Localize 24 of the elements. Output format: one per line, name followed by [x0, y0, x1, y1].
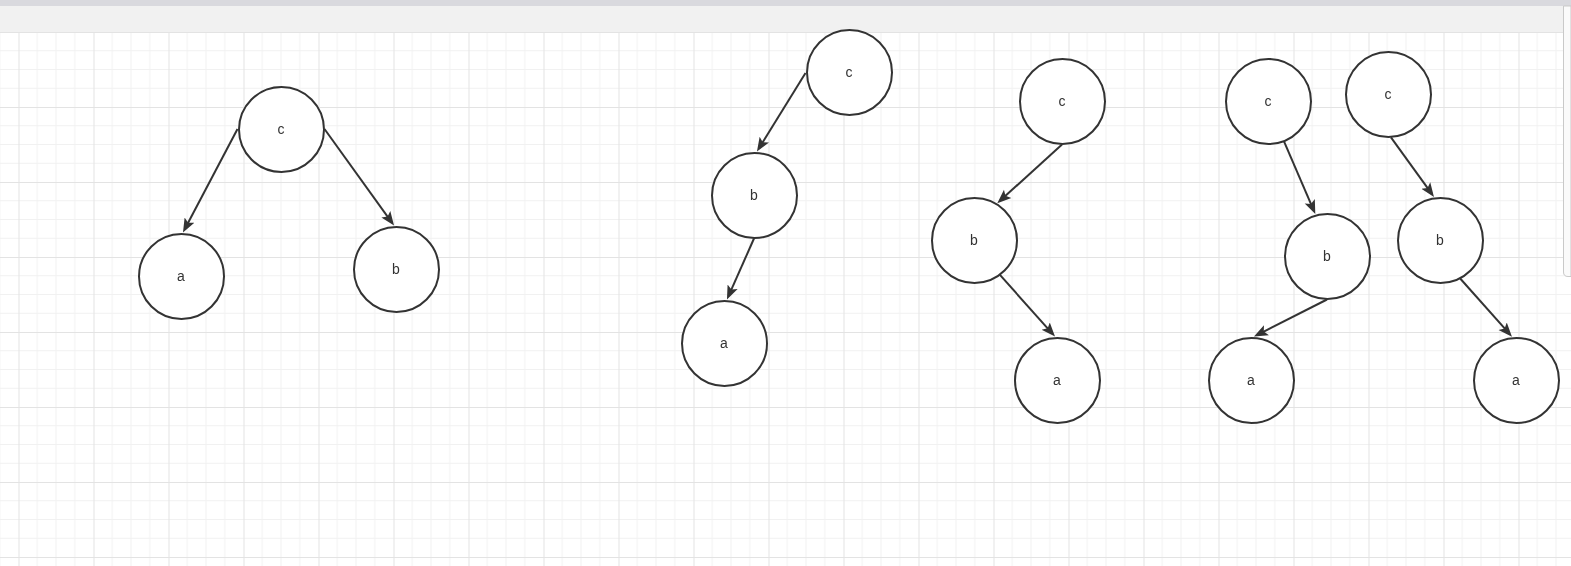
node-label: a [1512, 373, 1520, 387]
node-label: a [1247, 373, 1255, 387]
node-label: c [277, 122, 285, 136]
arrow [756, 72, 807, 152]
node-label: c [1384, 87, 1392, 101]
node-label: b [1436, 233, 1444, 247]
arrow [998, 273, 1055, 337]
arrow [726, 237, 755, 300]
node-label: b [392, 262, 400, 276]
node-label: a [1053, 373, 1061, 387]
arrow [997, 143, 1063, 204]
node-label: a [720, 336, 728, 350]
arrow [1459, 277, 1512, 337]
node-label: b [750, 188, 758, 202]
node-label: c [845, 65, 853, 79]
arrow [1389, 136, 1434, 197]
node-label: a [177, 269, 185, 283]
node-label: c [1058, 94, 1066, 108]
arrow [1253, 298, 1328, 337]
arrow [323, 128, 394, 226]
node-label: c [1264, 94, 1272, 108]
arrow [183, 128, 239, 233]
node-label: b [970, 233, 978, 247]
node-label: b [1323, 249, 1331, 263]
